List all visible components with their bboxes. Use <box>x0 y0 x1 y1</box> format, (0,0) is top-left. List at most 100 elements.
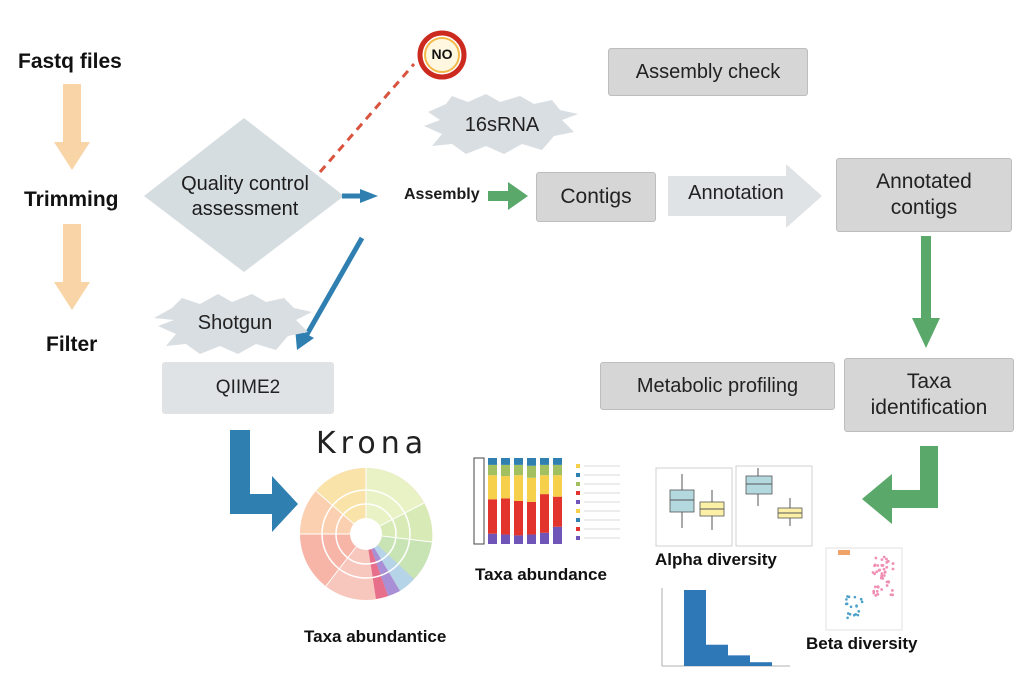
scatter-point <box>845 598 848 601</box>
scatter-point <box>885 557 888 561</box>
stacked-bar-segment <box>527 534 536 544</box>
scatter-point <box>891 567 895 571</box>
beta-points <box>844 555 895 620</box>
stacked-bar-segment <box>540 464 549 476</box>
burst-16s-shape <box>424 94 578 154</box>
scatter-point <box>853 595 857 599</box>
stacked-bar-segment <box>553 464 562 476</box>
burst-shotgun-label: Shotgun <box>197 312 273 334</box>
beta-caption: Beta diversity <box>806 634 918 653</box>
scatter-point <box>890 589 894 592</box>
stacked-bar-segment <box>553 475 562 497</box>
no-dashed-line <box>318 63 416 173</box>
scatter-point <box>882 555 886 559</box>
stacked-bar-segment <box>514 464 523 476</box>
stacked-bar-segment <box>488 464 497 476</box>
metabolic-profiling-box: Metabolic profiling <box>600 362 835 410</box>
qiime2-box: QIIME2 <box>162 362 334 414</box>
beta-scatter <box>825 547 903 631</box>
stacked-bar-segment <box>488 475 497 500</box>
annotated-to-taxa-arrow <box>912 236 940 348</box>
step-fastq-files: Fastq files <box>18 50 122 73</box>
scatter-point <box>857 610 861 613</box>
qc-to-assembly-arrow <box>342 189 378 203</box>
legend-swatch <box>576 536 580 540</box>
scatter-point <box>846 616 849 620</box>
scatter-point <box>872 591 876 595</box>
scatter-point <box>879 576 883 580</box>
scatter-point <box>889 593 893 597</box>
histogram-bar <box>750 662 772 666</box>
taxa-to-diversity-arrow <box>862 446 938 524</box>
stacked-bar-segment <box>501 458 510 465</box>
stacked-bar-segment <box>540 532 549 544</box>
stacked-caption: Taxa abundance <box>475 565 607 584</box>
step-filter: Filter <box>46 333 98 356</box>
histogram-bars <box>684 590 772 666</box>
histogram-bar <box>706 644 728 666</box>
stacked-bar-segment <box>501 464 510 477</box>
annotation-arrow-shape <box>668 164 822 228</box>
scatter-point <box>891 562 895 565</box>
scatter-point <box>856 613 860 617</box>
legend-swatch <box>576 464 580 468</box>
stacked-bar-segment <box>514 501 523 536</box>
assembly-label: Assembly <box>404 186 480 203</box>
histogram-bar <box>684 590 706 666</box>
stacked-bar-segment <box>527 465 536 478</box>
scatter-point <box>846 595 849 598</box>
scatter-point <box>880 564 884 567</box>
stacked-bar-segment <box>514 475 523 501</box>
scatter-point <box>880 558 884 562</box>
stacked-bar-segment <box>488 533 497 544</box>
stacked-bar-segment <box>488 499 497 534</box>
qc-to-qiime-arrow <box>295 236 365 350</box>
stacked-bar-segment <box>540 458 549 465</box>
scatter-point <box>855 605 858 608</box>
burst-16s-label: 16sRNA <box>464 114 540 136</box>
scatter-point <box>877 568 881 572</box>
step-trimming: Trimming <box>24 188 119 211</box>
krona-caption: Taxa abundantice <box>304 627 447 646</box>
contigs-box: Contigs <box>536 172 656 222</box>
krona-chart <box>300 468 433 600</box>
alpha-boxplot-left <box>655 467 733 547</box>
stacked-chart-frame <box>473 457 485 545</box>
legend-swatch <box>576 482 580 486</box>
legend-swatch <box>576 518 580 522</box>
scatter-point <box>885 565 889 569</box>
scatter-point <box>876 592 880 596</box>
stacked-bar-segment <box>501 534 510 544</box>
stacked-bar-segment <box>488 458 497 465</box>
legend-swatch <box>576 473 580 477</box>
scatter-point <box>873 585 877 589</box>
alpha-boxplot-right <box>735 465 813 547</box>
down-arrow-1 <box>54 84 90 170</box>
scatter-point <box>880 572 884 575</box>
assembly-to-contigs-arrow <box>488 182 528 210</box>
assembly-check-box: Assembly check <box>608 48 808 96</box>
stacked-bar-segment <box>501 498 510 535</box>
krona-title: Krona <box>316 426 429 461</box>
scatter-point <box>885 584 889 587</box>
scatter-point <box>849 605 853 609</box>
stacked-bar-segment <box>514 458 523 465</box>
scatter-point <box>875 570 879 574</box>
scatter-point <box>882 567 886 571</box>
stacked-bar-segment <box>540 475 549 495</box>
taxa-identification-box: Taxa identification <box>844 358 1014 432</box>
scatter-point <box>882 574 886 577</box>
scatter-point <box>887 580 890 584</box>
scatter-point <box>876 585 880 589</box>
no-badge <box>417 30 467 80</box>
histogram-bar <box>728 655 750 666</box>
stacked-bar-segment <box>553 496 562 527</box>
no-label: NO <box>431 46 453 62</box>
stacked-bar-segment <box>553 458 562 465</box>
scatter-point <box>886 559 890 563</box>
stacked-bar-segment <box>527 477 536 502</box>
stacked-bar-segment <box>540 494 549 533</box>
stacked-bar-segment <box>527 458 536 466</box>
legend-swatch <box>576 509 580 513</box>
